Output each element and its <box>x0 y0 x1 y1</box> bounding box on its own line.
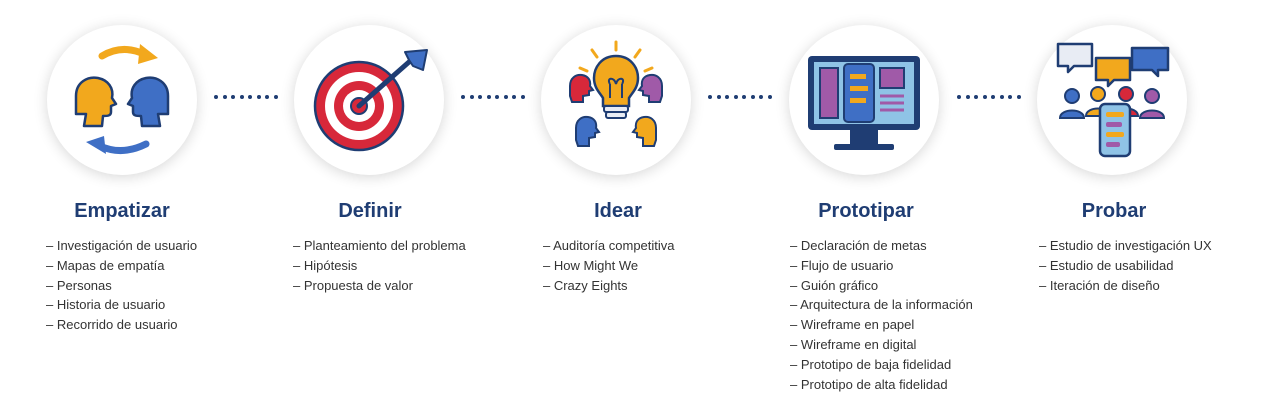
user-testing-chat-icon <box>1056 42 1170 158</box>
list-item: Iteración de diseño <box>1039 276 1212 296</box>
stage-definir-list: Planteamiento del problema Hipótesis Pro… <box>293 236 466 295</box>
monitor-wireframe-icon <box>808 56 920 150</box>
stage-probar-circle <box>1037 25 1187 175</box>
list-item: Auditoría competitiva <box>543 236 674 256</box>
stage-definir-circle <box>294 25 444 175</box>
stage-prototipar-list: Declaración de metas Flujo de usuario Gu… <box>790 236 973 394</box>
stage-idear-title: Idear <box>594 200 642 222</box>
stage-idear-list: Auditoría competitiva How Might We Crazy… <box>543 236 675 296</box>
list-item: Mapas de empatía <box>46 256 197 276</box>
connector-dots-2 <box>461 92 525 102</box>
list-item: Arquitectura de la información <box>790 295 973 315</box>
stage-prototipar-title: Prototipar <box>818 200 914 222</box>
list-item: Flujo de usuario <box>790 256 973 276</box>
list-item: Propuesta de valor <box>293 276 466 296</box>
lightbulb-heads-icon <box>569 40 663 147</box>
list-item: How Might We <box>543 256 675 276</box>
stage-probar-list: Estudio de investigación UX Estudio de u… <box>1039 236 1212 295</box>
list-item: Wireframe en digital <box>790 335 973 355</box>
target-arrow-icon <box>313 49 428 152</box>
stage-definir-title: Definir <box>338 200 402 222</box>
list-item: Estudio de usabilidad <box>1039 256 1212 276</box>
stage-empatizar-title: Empatizar <box>74 200 170 222</box>
list-item: Prototipo de alta fidelidad <box>790 375 973 395</box>
stage-empatizar-list: Investigación de usuario Mapas de empatí… <box>46 236 197 335</box>
list-item: Estudio de investigación UX <box>1039 236 1212 256</box>
stage-empatizar-circle <box>47 25 197 175</box>
list-item: Declaración de metas <box>790 236 973 256</box>
connector-dots-1 <box>214 92 278 102</box>
stage-prototipar-circle <box>789 25 939 175</box>
connector-dots-4 <box>957 92 1021 102</box>
list-item: Hipótesis <box>293 256 466 276</box>
connector-dots-3 <box>708 92 772 102</box>
list-item: Recorrido de usuario <box>46 315 197 335</box>
list-item: Planteamiento del problema <box>293 236 466 256</box>
stage-idear-circle <box>541 25 691 175</box>
list-item: Wireframe en papel <box>790 315 973 335</box>
list-item: Personas <box>46 276 197 296</box>
list-item: Investigación de usuario <box>46 236 197 256</box>
list-item: Crazy Eights <box>543 276 675 296</box>
stage-probar-title: Probar <box>1081 200 1147 222</box>
empathize-heads-cycle-icon <box>74 44 170 154</box>
list-item: Guión gráfico <box>790 276 973 296</box>
list-item: Prototipo de baja fidelidad <box>790 355 973 375</box>
list-item: Historia de usuario <box>46 295 197 315</box>
